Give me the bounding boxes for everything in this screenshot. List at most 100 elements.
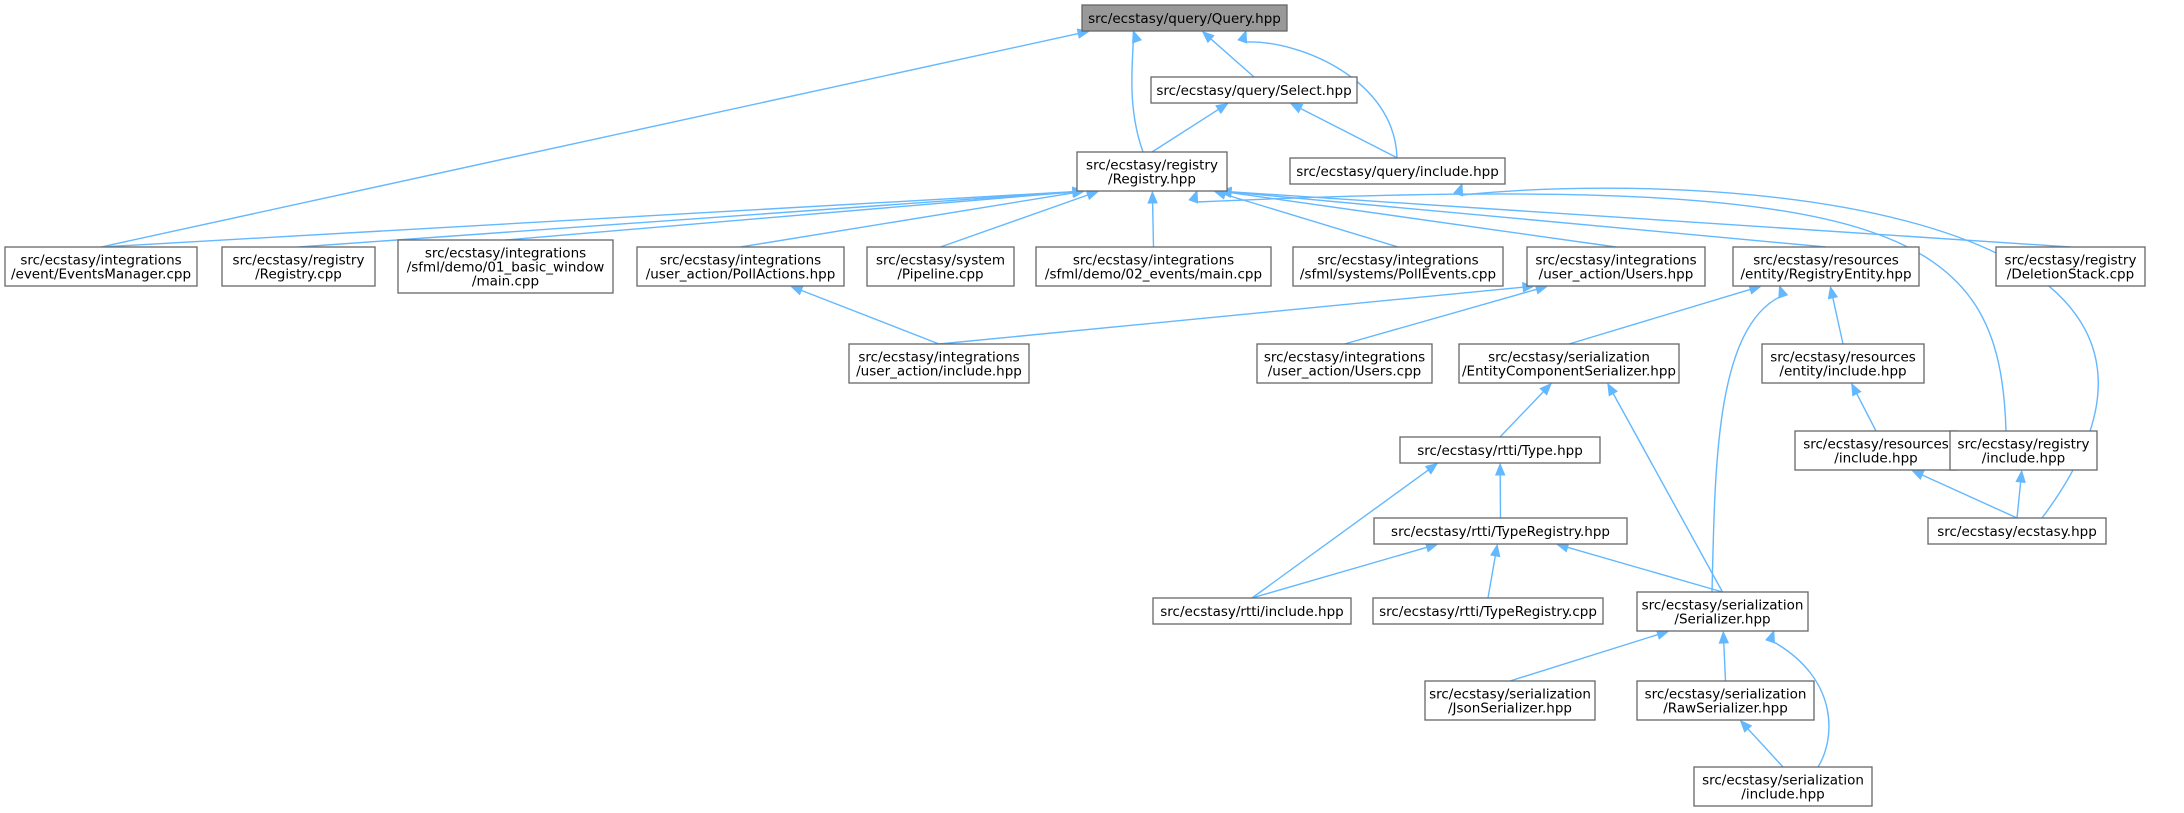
edge-arrowhead <box>1215 102 1229 115</box>
edge-registry-include-to-ecstasy-hpp <box>2016 481 2022 519</box>
node-ua-include[interactable]: src/ecstasy/integrations/user_action/inc… <box>848 343 1030 384</box>
edge-registry-hpp-to-registry-include <box>1196 193 2007 432</box>
edge-resources-include-to-ecstasy-hpp <box>1921 474 2018 519</box>
node-json-serializer[interactable]: src/ecstasy/serialization/JsonSerializer… <box>1424 680 1596 721</box>
edge-query-to-select <box>1210 38 1255 78</box>
node-box <box>1399 436 1601 464</box>
node-poll-actions[interactable]: src/ecstasy/integrations/user_action/Pol… <box>636 246 845 287</box>
edge-registry-hpp-to-poll-events <box>1224 193 1399 248</box>
edge-registry-entity-to-entity-include <box>1832 297 1844 345</box>
edge-arrowhead <box>1778 284 1789 299</box>
node-label: src/ecstasy/serialization <box>1645 687 1807 703</box>
node-label: src/ecstasy/serialization <box>1488 350 1650 366</box>
edge-arrowhead <box>1188 189 1199 204</box>
node-box <box>1526 246 1706 287</box>
edge-registry-hpp-to-poll-actions <box>740 192 1074 248</box>
node-label: /event/EventsManager.cpp <box>11 267 191 283</box>
edge-ecs-serializer-to-serializer-hpp <box>1612 393 1724 593</box>
node-label: src/ecstasy/integrations <box>1317 253 1478 269</box>
node-box <box>1256 343 1433 384</box>
node-serial-include[interactable]: src/ecstasy/serialization/include.hpp <box>1693 766 1873 807</box>
node-box <box>1636 680 1815 721</box>
edge-query-to-registry-hpp <box>1131 41 1144 153</box>
node-label: /JsonSerializer.hpp <box>1448 701 1572 717</box>
node-registry-cpp[interactable]: src/ecstasy/registry/Registry.cpp <box>221 246 376 287</box>
edge-registry-entity-to-ecs-serializer <box>1568 288 1751 345</box>
node-rtti-include[interactable]: src/ecstasy/rtti/include.hpp <box>1152 597 1352 625</box>
node-query-include[interactable]: src/ecstasy/query/include.hpp <box>1289 157 1506 185</box>
edge-arrowhead <box>1237 29 1248 44</box>
node-raw-serializer[interactable]: src/ecstasy/serialization/RawSerializer.… <box>1636 680 1815 721</box>
node-type-hpp[interactable]: src/ecstasy/rtti/Type.hpp <box>1399 436 1601 464</box>
node-label: src/ecstasy/serialization <box>1642 598 1804 614</box>
node-label: src/ecstasy/integrations <box>1073 253 1234 269</box>
node-label: /DeletionStack.cpp <box>2007 267 2134 283</box>
node-events-main[interactable]: src/ecstasy/integrations/sfml/demo/02_ev… <box>1035 246 1272 287</box>
node-deletion-stack[interactable]: src/ecstasy/registry/DeletionStack.cpp <box>1995 246 2146 287</box>
node-entity-include[interactable]: src/ecstasy/resources/entity/include.hpp <box>1761 343 1925 384</box>
node-box <box>1289 157 1506 185</box>
node-type-registry-hpp[interactable]: src/ecstasy/rtti/TypeRegistry.hpp <box>1373 517 1628 545</box>
node-label: src/ecstasy/registry <box>1958 437 2090 453</box>
node-pipeline[interactable]: src/ecstasy/system/Pipeline.cpp <box>866 246 1015 287</box>
node-label: /sfml/demo/02_events/main.cpp <box>1045 267 1262 283</box>
node-box <box>1372 597 1604 625</box>
edge-arrowhead <box>1289 102 1304 114</box>
node-label: src/ecstasy/rtti/TypeRegistry.hpp <box>1391 524 1610 540</box>
node-query[interactable]: src/ecstasy/query/Query.hpp <box>1081 4 1288 32</box>
node-users-cpp[interactable]: src/ecstasy/integrations/user_action/Use… <box>1256 343 1433 384</box>
edge-users-hpp-to-users-cpp <box>1344 288 1537 345</box>
node-label: /entity/RegistryEntity.hpp <box>1740 267 1911 283</box>
edge-arrowhead <box>1607 382 1618 397</box>
node-registry-hpp[interactable]: src/ecstasy/registry/Registry.hpp <box>1076 151 1228 192</box>
node-ecs-serializer[interactable]: src/ecstasy/serialization/EntityComponen… <box>1458 343 1680 384</box>
edge-select-to-registry-hpp <box>1151 108 1219 153</box>
node-label: /user_action/include.hpp <box>856 364 1022 380</box>
node-label: src/ecstasy/query/Select.hpp <box>1156 83 1351 99</box>
node-registry-entity[interactable]: src/ecstasy/resources/entity/RegistryEnt… <box>1732 246 1920 287</box>
edge-query-to-events-mgr <box>100 32 1079 248</box>
node-type-registry-cpp[interactable]: src/ecstasy/rtti/TypeRegistry.cpp <box>1372 597 1604 625</box>
node-box <box>1152 597 1352 625</box>
node-label: src/ecstasy/rtti/include.hpp <box>1160 604 1344 620</box>
node-box <box>1794 430 1958 471</box>
node-serializer-hpp[interactable]: src/ecstasy/serialization/Serializer.hpp <box>1636 591 1809 632</box>
node-label: src/ecstasy/integrations <box>20 253 181 269</box>
node-box <box>636 246 845 287</box>
node-label: /include.hpp <box>1982 451 2065 467</box>
node-label: /user_action/PollActions.hpp <box>646 267 836 283</box>
node-label: src/ecstasy/serialization <box>1702 773 1864 789</box>
node-label: /user_action/Users.cpp <box>1268 364 1422 380</box>
edge-type-registry-hpp-to-type-registry-cpp <box>1487 555 1497 599</box>
node-label: /Pipeline.cpp <box>897 267 983 283</box>
edge-ecs-serializer-to-type-hpp <box>1499 391 1544 438</box>
node-box <box>1693 766 1873 807</box>
node-select[interactable]: src/ecstasy/query/Select.hpp <box>1150 76 1358 104</box>
node-box <box>848 343 1030 384</box>
edge-registry-hpp-to-events-main <box>1151 202 1155 248</box>
node-ecstasy-hpp[interactable]: src/ecstasy/ecstasy.hpp <box>1927 517 2107 545</box>
node-label: src/ecstasy/system <box>876 253 1005 269</box>
edge-arrowhead <box>1494 462 1506 476</box>
node-label: /entity/include.hpp <box>1779 364 1906 380</box>
node-registry-include[interactable]: src/ecstasy/registry/include.hpp <box>1949 430 2098 471</box>
edge-registry-hpp-to-events-mgr <box>100 190 1074 248</box>
node-resources-include[interactable]: src/ecstasy/resources/include.hpp <box>1794 430 1958 471</box>
node-label: /Serializer.hpp <box>1674 612 1770 628</box>
edge-registry-hpp-to-users-hpp <box>1230 191 1617 248</box>
edge-arrowhead <box>1424 462 1439 475</box>
node-users-hpp[interactable]: src/ecstasy/integrations/user_action/Use… <box>1526 246 1706 287</box>
node-events-mgr[interactable]: src/ecstasy/integrations/event/EventsMan… <box>4 246 198 287</box>
edge-arrowhead <box>1453 182 1464 197</box>
edge-type-hpp-to-rtti-include <box>1251 469 1429 599</box>
node-label: src/ecstasy/integrations <box>660 253 821 269</box>
node-basic-window[interactable]: src/ecstasy/integrations/sfml/demo/01_ba… <box>397 239 614 294</box>
node-label: /user_action/Users.hpp <box>1539 267 1694 283</box>
edge-arrowhead <box>1765 629 1775 644</box>
edge-arrowhead <box>1827 285 1839 300</box>
node-label: src/ecstasy/registry <box>1086 158 1218 174</box>
edge-arrowhead <box>1539 382 1552 396</box>
edge-poll-actions-to-ua-include <box>801 289 940 345</box>
node-poll-events[interactable]: src/ecstasy/integrations/sfml/systems/Po… <box>1292 246 1504 287</box>
node-label: src/ecstasy/rtti/TypeRegistry.cpp <box>1379 604 1597 620</box>
